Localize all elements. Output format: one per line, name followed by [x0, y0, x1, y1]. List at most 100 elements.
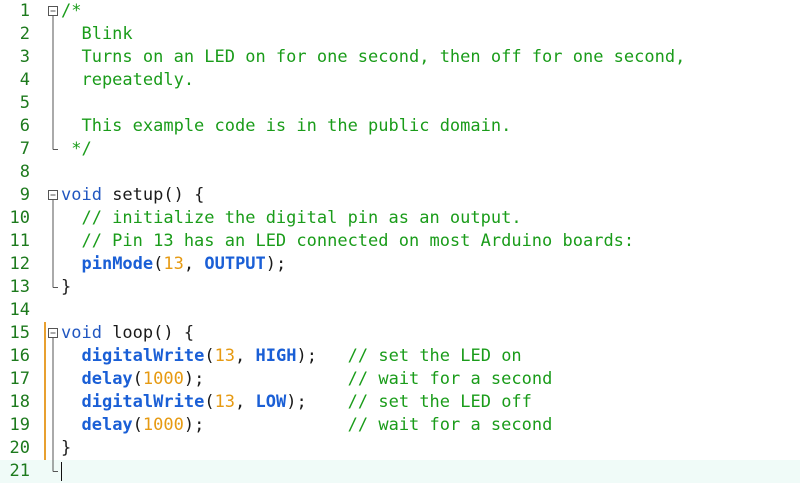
fold-line-glyph [52, 207, 54, 230]
fold-line-icon [46, 368, 60, 391]
line-number: 2 [19, 24, 30, 44]
code-line[interactable]: 13} [0, 276, 800, 299]
fold-line-glyph [52, 414, 54, 437]
code-text[interactable]: // Pin 13 has an LED connected on most A… [61, 230, 634, 253]
change-marker [44, 345, 46, 368]
fold-line-icon [46, 69, 60, 92]
code-line[interactable]: 6 This example code is in the public dom… [0, 115, 800, 138]
code-text[interactable]: digitalWrite(13, HIGH); // set the LED o… [61, 345, 521, 368]
fold-empty [46, 299, 60, 322]
fold-line-glyph [52, 115, 54, 138]
token-cmt: // wait for a second [347, 369, 553, 389]
code-line[interactable]: 21 [0, 460, 800, 483]
code-text[interactable]: Blink [61, 23, 133, 46]
code-line[interactable]: 7 */ [0, 138, 800, 161]
token-cmt: // initialize the digital pin as an outp… [61, 208, 522, 228]
token-cmt: // set the LED off [347, 392, 532, 412]
code-text[interactable]: Turns on an LED on for one second, then … [61, 46, 685, 69]
change-marker [44, 437, 46, 460]
fold-end-glyph [52, 138, 58, 150]
line-number: 13 [9, 277, 30, 297]
token-fn: pinMode [81, 254, 154, 274]
token-punct: ); [265, 254, 287, 274]
code-line[interactable]: 19 delay(1000); // wait for a second [0, 414, 800, 437]
code-line[interactable]: 3 Turns on an LED on for one second, the… [0, 46, 800, 69]
fold-line-glyph [52, 253, 54, 276]
token-punct [61, 346, 81, 366]
token-cmt: Turns on an LED on for one second, then … [61, 47, 686, 67]
fold-line-icon [46, 437, 60, 460]
fold-line-glyph [52, 69, 54, 92]
token-num: 13 [214, 392, 236, 412]
code-line[interactable]: 12 pinMode(13, OUTPUT); [0, 253, 800, 276]
fold-toggle-icon[interactable] [46, 184, 60, 207]
fold-toggle-icon[interactable] [46, 0, 60, 23]
fold-line-icon [46, 92, 60, 115]
code-line[interactable]: 14 [0, 299, 800, 322]
change-marker [44, 322, 46, 345]
code-text[interactable]: delay(1000); // wait for a second [61, 368, 552, 391]
code-text[interactable]: */ [61, 138, 91, 161]
token-punct: , [183, 254, 205, 274]
line-number: 21 [9, 461, 30, 481]
code-line[interactable]: 2 Blink [0, 23, 800, 46]
line-number: 10 [9, 208, 30, 228]
token-punct: } [61, 438, 72, 458]
code-text[interactable]: } [61, 437, 71, 460]
token-punct: setup() { [101, 185, 205, 205]
token-cmt: Blink [61, 24, 133, 44]
fold-line-glyph [52, 230, 54, 253]
fold-line-icon [46, 414, 60, 437]
code-line[interactable]: 5 [0, 92, 800, 115]
token-punct: ); [183, 369, 348, 389]
code-text[interactable]: pinMode(13, OUTPUT); [61, 253, 286, 276]
token-punct: ( [204, 392, 215, 412]
fold-toggle-glyph [48, 190, 58, 207]
code-text[interactable] [61, 460, 62, 483]
token-punct [61, 392, 81, 412]
code-text[interactable]: repeatedly. [61, 69, 194, 92]
fold-end-icon [46, 276, 60, 299]
code-line[interactable]: 11 // Pin 13 has an LED connected on mos… [0, 230, 800, 253]
code-line[interactable]: 18 digitalWrite(13, LOW); // set the LED… [0, 391, 800, 414]
code-line[interactable]: 16 digitalWrite(13, HIGH); // set the LE… [0, 345, 800, 368]
token-punct: ); [286, 392, 348, 412]
fold-line-glyph [52, 368, 54, 391]
code-text[interactable]: digitalWrite(13, LOW); // set the LED of… [61, 391, 532, 414]
code-text[interactable]: /* [61, 0, 81, 23]
code-line[interactable]: 4 repeatedly. [0, 69, 800, 92]
line-number: 19 [9, 415, 30, 435]
code-text[interactable]: delay(1000); // wait for a second [61, 414, 552, 437]
token-fn: delay [81, 369, 133, 389]
fold-empty [46, 161, 60, 184]
change-marker [44, 368, 46, 391]
code-text[interactable]: void setup() { [61, 184, 204, 207]
code-line[interactable]: 20} [0, 437, 800, 460]
fold-line-glyph [52, 437, 54, 460]
code-text[interactable]: This example code is in the public domai… [61, 115, 511, 138]
code-line[interactable]: 17 delay(1000); // wait for a second [0, 368, 800, 391]
line-number: 6 [19, 116, 30, 136]
code-text[interactable]: void loop() { [61, 322, 194, 345]
code-line[interactable]: 1/* [0, 0, 800, 23]
code-text[interactable]: } [61, 276, 71, 299]
code-line[interactable]: 10 // initialize the digital pin as an o… [0, 207, 800, 230]
line-number-gutter [0, 0, 46, 490]
line-number: 17 [9, 369, 30, 389]
line-number: 14 [9, 300, 30, 320]
token-punct: , [235, 392, 256, 412]
token-fn: digitalWrite [81, 346, 205, 366]
token-cmt: This example code is in the public domai… [61, 116, 512, 136]
fold-line-glyph [52, 23, 54, 46]
code-line[interactable]: 8 [0, 161, 800, 184]
token-punct: ( [132, 369, 143, 389]
token-punct: ( [132, 415, 143, 435]
line-number: 16 [9, 346, 30, 366]
code-text[interactable]: // initialize the digital pin as an outp… [61, 207, 522, 230]
fold-toggle-icon[interactable] [46, 322, 60, 345]
fold-line-icon [46, 207, 60, 230]
token-punct [61, 369, 81, 389]
